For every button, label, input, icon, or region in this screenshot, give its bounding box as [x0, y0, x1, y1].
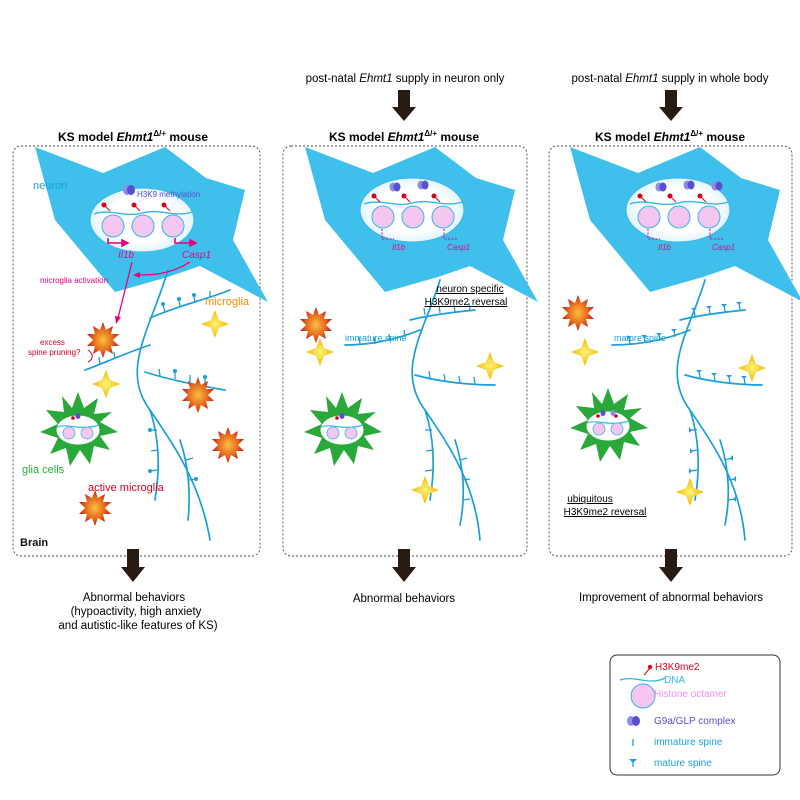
casp1-label-3: Casp1	[712, 243, 735, 252]
legend-dna: DNA	[664, 675, 685, 686]
spines-1	[98, 291, 211, 481]
neuron-reversal-label: H3K9me2 reversal	[425, 297, 508, 308]
neuron-label: neuron	[33, 180, 67, 192]
resting-microglia-1	[92, 310, 229, 398]
neuron-specific-label: neuron specific	[436, 284, 503, 295]
panel2: Il1b Casp1 neuron specific H3K9me2 rever…	[300, 147, 538, 541]
excess-label: excess	[40, 338, 65, 347]
bottom-arrow-panel1	[121, 549, 145, 582]
microglia-activation-label: microglia activation	[40, 276, 108, 285]
top-arrow-panel2	[392, 90, 416, 121]
il1b-label-2: Il1b	[392, 243, 405, 252]
top-label-whole-body: post-natal Ehmt1 supply in whole body	[572, 73, 769, 85]
microglia-label: microglia	[205, 296, 250, 308]
spine-pruning-label: spine pruning?	[28, 348, 81, 357]
casp1-label-2: Casp1	[447, 243, 470, 252]
brain-label: Brain	[20, 537, 48, 549]
panel3-box	[548, 145, 793, 557]
outcome-1-line3: and autistic-like features of KS)	[58, 620, 217, 632]
outcome-3: Improvement of abnormal behaviors	[579, 592, 763, 604]
legend-immature-spine: immature spine	[654, 737, 723, 748]
il1b-label-1: Il1b	[118, 250, 135, 261]
legend-g9a: G9a/GLP complex	[654, 716, 736, 727]
panel1-title: KS model Ehmt1Δ/+ mouse	[58, 129, 208, 144]
bottom-arrow-panel2	[392, 549, 416, 582]
il1b-label-3: Il1b	[658, 243, 671, 252]
mature-spine-label-3: mature spine	[614, 333, 666, 343]
panel1: H3K9 methylation Il1b Casp1 microglia ac…	[20, 147, 268, 549]
legend-h3k9me2: H3K9me2	[655, 662, 700, 673]
ubiquitous-reversal-label: H3K9me2 reversal	[564, 507, 647, 518]
top-label-neuron-only: post-natal Ehmt1 supply in neuron only	[306, 73, 505, 85]
active-microglia-label: active microglia	[88, 482, 165, 494]
top-arrow-panel3	[659, 90, 683, 121]
panel2-title: KS model Ehmt1Δ/+ mouse	[329, 129, 479, 144]
dendrites-1	[84, 269, 231, 541]
glia-cell-2	[304, 392, 382, 466]
panel3: Il1b Casp1 mature spine ubiquitous H3K9m…	[562, 147, 800, 541]
outcome-1-line1: Abnormal behaviors	[83, 592, 186, 604]
bottom-arrow-panel3	[659, 549, 683, 582]
legend-histone: Histone octamer	[654, 689, 727, 700]
top-arrows	[392, 90, 683, 121]
glia-cell-3	[570, 388, 648, 462]
bottom-arrows	[121, 549, 683, 582]
legend: H3K9me2 DNA Histone octamer G9a/GLP comp…	[609, 654, 781, 776]
immature-spine-label-2: immature spine	[345, 333, 407, 343]
active-microglia-1	[79, 322, 244, 526]
panel3-title: KS model Ehmt1Δ/+ mouse	[595, 129, 745, 144]
ubiquitous-label: ubiquitous	[567, 494, 613, 505]
outcome-2: Abnormal behaviors	[353, 593, 456, 605]
glia-cell-1	[40, 392, 118, 466]
h3k9-label: H3K9 methylation	[137, 190, 200, 199]
casp1-label-1: Casp1	[182, 250, 211, 261]
outcome-1-line2: (hypoactivity, high anxiety	[71, 606, 202, 618]
glia-label: glia cells	[22, 464, 65, 476]
legend-mature-spine: mature spine	[654, 758, 712, 769]
